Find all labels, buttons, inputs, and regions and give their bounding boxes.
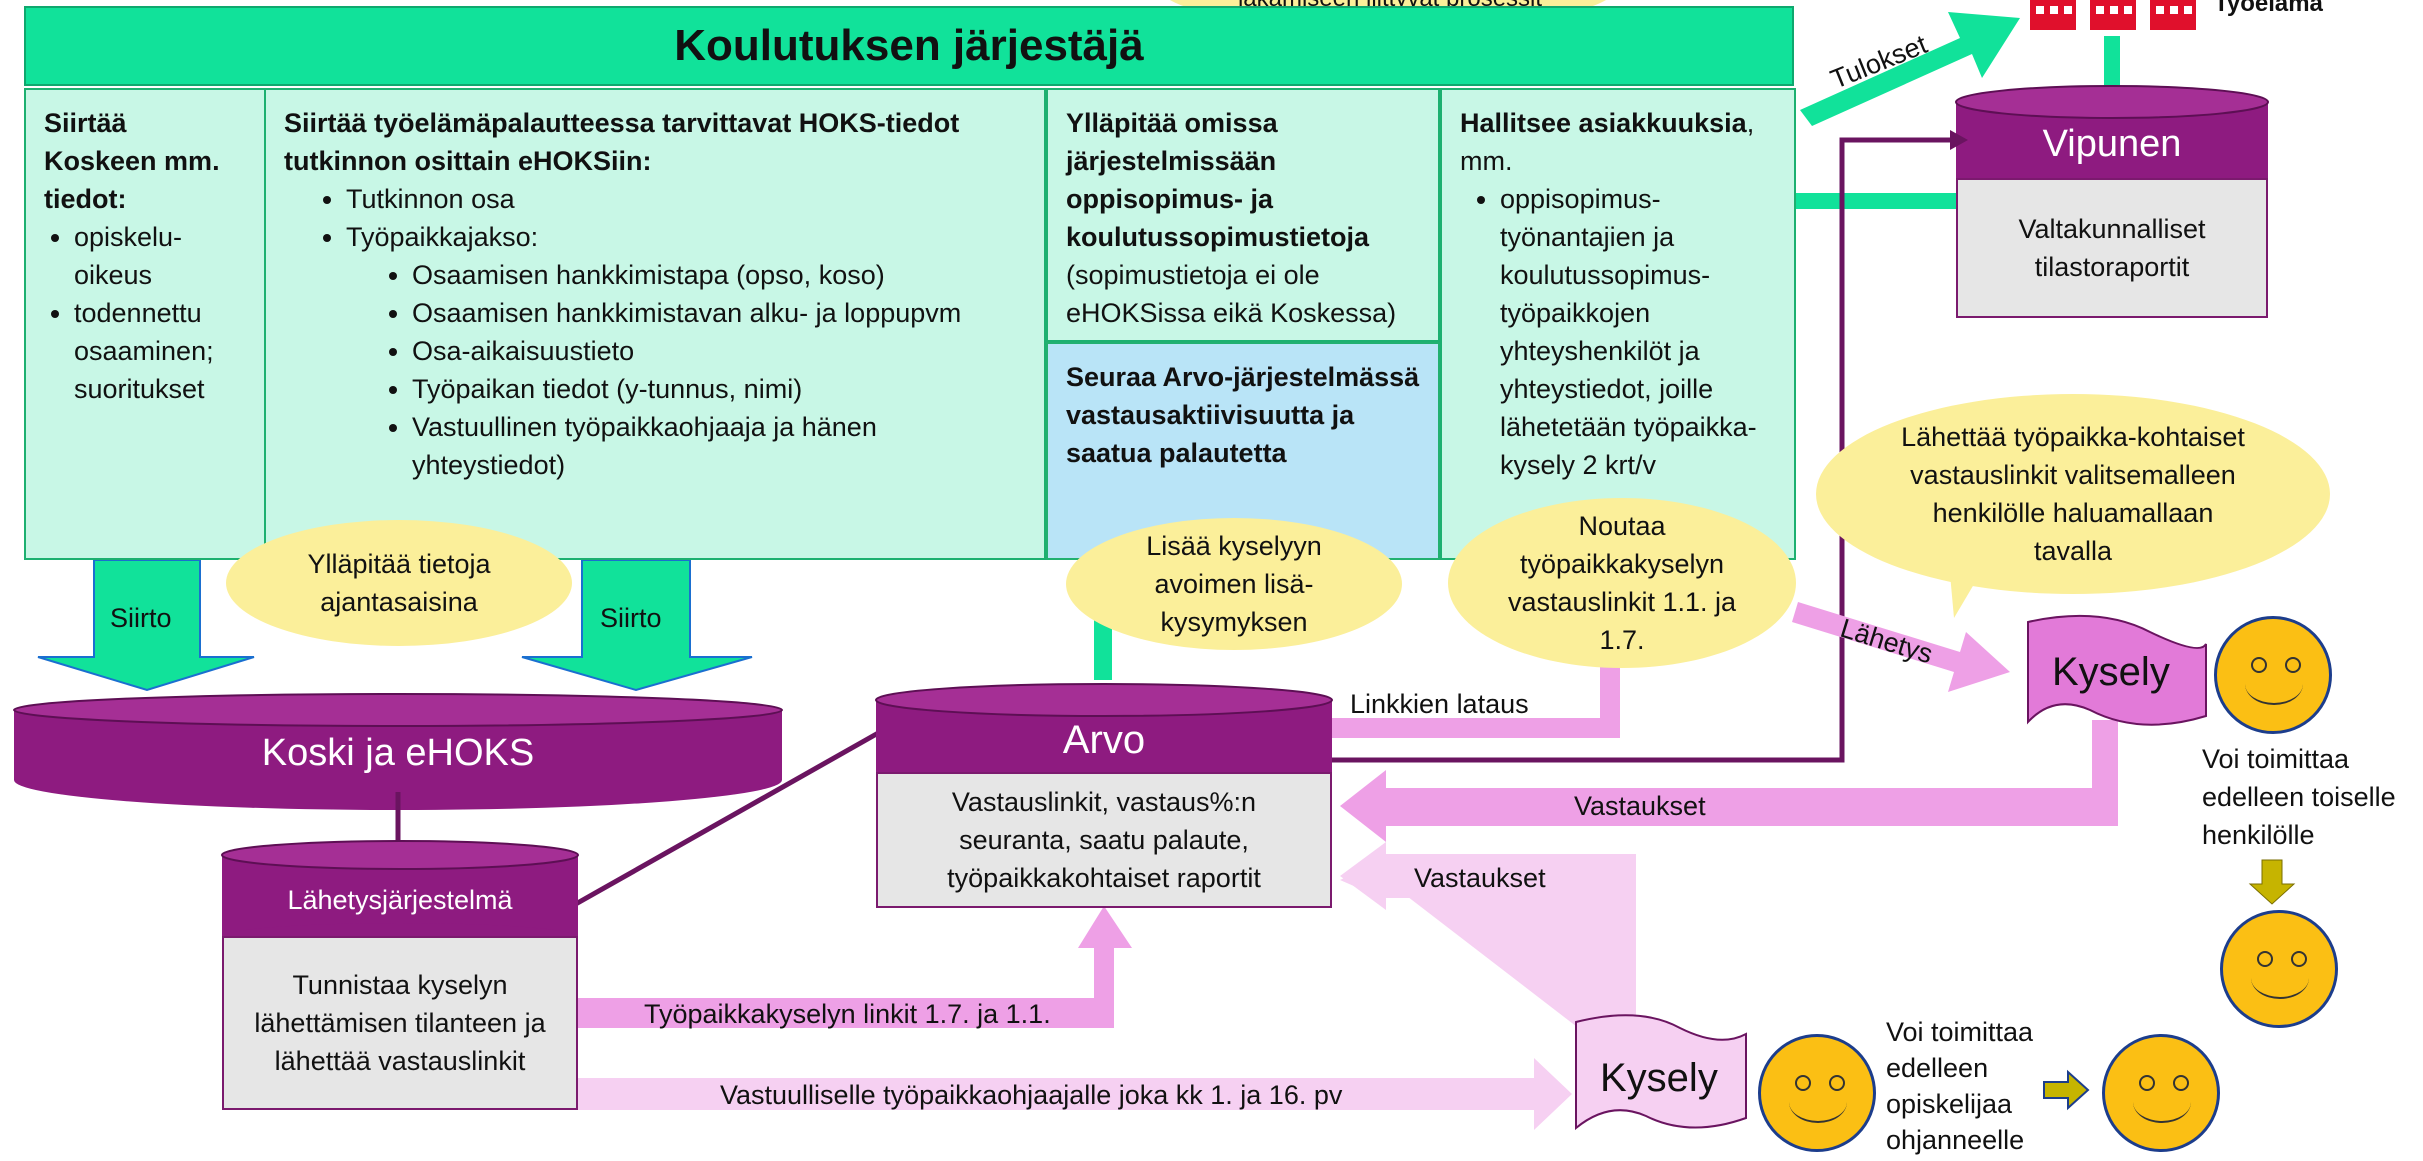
organizer-header: Koulutuksen järjestäjä bbox=[24, 6, 1794, 86]
vastaukset-top-label: Vastaukset bbox=[1574, 791, 1706, 821]
bubble-send-links: Lähettää työpaikka-kohtaiset vastauslink… bbox=[1816, 394, 2330, 594]
workplace-vipunen-connector bbox=[2104, 36, 2120, 94]
bubble-send-links-text: Lähettää työpaikka-kohtaiset vastauslink… bbox=[1901, 422, 2245, 566]
siirto-arrow-right bbox=[521, 559, 753, 692]
arvo-system-header: Arvo bbox=[876, 712, 1332, 768]
down-arrow-icon bbox=[2248, 859, 2296, 905]
supervisor-arrow bbox=[578, 1058, 1572, 1130]
bubble-maintain-text: Ylläpitää tietoja ajantasaisina bbox=[307, 549, 491, 617]
vipunen-system-body: Valtakunnalliset tilastoraportit bbox=[1956, 178, 2268, 318]
links-dates-label: Työpaikkakyselyn linkit 1.7. ja 1.1. bbox=[644, 998, 1051, 1030]
right-arrow-icon bbox=[2043, 1069, 2090, 1111]
list-item: Osa-aikaisuustieto bbox=[412, 332, 1026, 370]
workplace-building-icon bbox=[2030, 0, 2196, 30]
list-item: Vastuullinen työpaikkaohjaaja ja hänen y… bbox=[412, 408, 1026, 484]
vipunen-system-title: Vipunen bbox=[2042, 122, 2182, 165]
sender-system-body: Tunnistaa kyselyn lähettämisen tilanteen… bbox=[222, 936, 578, 1110]
list-item: Työpaikkajakso: bbox=[346, 218, 1026, 256]
panel-customers-list: oppisopimus-työnantajien ja koulutussopi… bbox=[1460, 180, 1776, 484]
lahetys-arrow bbox=[1792, 602, 2010, 692]
kysely-flag-bottom-shape bbox=[1575, 1014, 1747, 1131]
list-item: opiskelu-oikeus bbox=[74, 218, 246, 294]
arvo-system-title: Arvo bbox=[1062, 717, 1146, 762]
koski-system-title: Koski ja eHOKS bbox=[261, 731, 535, 774]
links-dates-arrow bbox=[578, 906, 1132, 1028]
koski-system: Koski ja eHOKS bbox=[14, 720, 782, 786]
sender-system-title: Lähetysjärjestelmä bbox=[287, 884, 513, 915]
panel-contracts-title: Ylläpitää omissa järjestelmissään oppiso… bbox=[1066, 108, 1370, 252]
work-life-label: Työelämä bbox=[2214, 0, 2323, 17]
vastaukset-bottom-label: Vastaukset bbox=[1414, 863, 1546, 893]
vastaukset-top-arrow bbox=[1340, 720, 2118, 842]
smiley-face-icon bbox=[2220, 910, 2338, 1028]
smiley-face-icon bbox=[2102, 1034, 2220, 1152]
links-dates-text: Työpaikkakyselyn linkit 1.7. ja 1.1. bbox=[644, 999, 1051, 1029]
panel-hoks-sublist: Osaamisen hankkimistapa (opso, koso) Osa… bbox=[284, 256, 1026, 484]
forward-other-text: Voi toimittaa edelleen toiselle henkilöl… bbox=[2202, 744, 2396, 850]
linkkien-lataus-label: Linkkien lataus bbox=[1350, 689, 1529, 719]
tulokset-arrow bbox=[1800, 12, 2020, 126]
supervisor-label: Vastuulliselle työpaikkaohjaajalle joka … bbox=[720, 1080, 1343, 1110]
list-item: Työpaikan tiedot (y-tunnus, nimi) bbox=[412, 370, 1026, 408]
bubble-fetch-links-text: Noutaa työpaikkakyselyn vastauslinkit 1.… bbox=[1507, 511, 1737, 655]
sender-arvo-connector bbox=[572, 729, 882, 908]
panel-koski-title: Siirtää Koskeen mm. tiedot: bbox=[44, 108, 220, 214]
list-item: oppisopimus-työnantajien ja koulutussopi… bbox=[1500, 180, 1776, 484]
smiley-face-icon bbox=[1758, 1034, 1876, 1152]
vipunen-cylinder-top bbox=[1955, 85, 2269, 119]
panel-hoks-title: Siirtää työelämäpalautteessa tarvittavat… bbox=[284, 108, 960, 176]
sender-system-header: Lähetysjärjestelmä bbox=[222, 870, 578, 930]
sender-system-body-text: Tunnistaa kyselyn lähettämisen tilanteen… bbox=[254, 970, 546, 1076]
panel-contracts: Ylläpitää omissa järjestelmissään oppiso… bbox=[1046, 88, 1440, 342]
panel-hoks-list: Tutkinnon osa Työpaikkajakso: bbox=[284, 180, 1026, 256]
panel-customers-title-line: Hallitsee asiakkuuksia, mm. bbox=[1460, 104, 1776, 180]
panel-hoks: Siirtää työelämäpalautteessa tarvittavat… bbox=[264, 88, 1046, 560]
bubble-fetch-links: Noutaa työpaikkakyselyn vastauslinkit 1.… bbox=[1448, 498, 1796, 668]
siirto-right-label: Siirto bbox=[600, 603, 662, 633]
kysely-flag-bottom: Kysely bbox=[1600, 1056, 1718, 1100]
vipunen-system-body-text: Valtakunnalliset tilastoraportit bbox=[2018, 214, 2206, 282]
arvo-cylinder-top bbox=[875, 683, 1333, 717]
panel-arvo-follow-title: Seuraa Arvo-järjestelmässä vastausaktiiv… bbox=[1066, 362, 1420, 468]
bubble-maintain: Ylläpitää tietoja ajantasaisina bbox=[226, 520, 572, 646]
panel-customers: Hallitsee asiakkuuksia, mm. oppisopimus-… bbox=[1440, 88, 1796, 560]
kysely-flag-top: Kysely bbox=[2052, 650, 2170, 694]
panel-vipunen-connector bbox=[1796, 193, 1956, 209]
panel-contracts-note: (sopimustietoja ei ole eHOKSissa eikä Ko… bbox=[1066, 260, 1397, 328]
organizer-title: Koulutuksen järjestäjä bbox=[674, 21, 1144, 70]
list-item: Tutkinnon osa bbox=[346, 180, 1026, 218]
bubble-add-question-text: Lisää kyselyyn avoimen lisä-kysymyksen bbox=[1146, 531, 1322, 637]
bubble-add-question: Lisää kyselyyn avoimen lisä-kysymyksen bbox=[1066, 518, 1402, 650]
siirto-arrow-left bbox=[37, 559, 255, 692]
vipunen-system-header: Vipunen bbox=[1956, 114, 2268, 174]
arvo-system-body-text: Vastauslinkit, vastaus%:n seuranta, saat… bbox=[947, 787, 1261, 893]
vastaukset-bottom-arrow bbox=[1340, 856, 1636, 1040]
sender-cylinder-top bbox=[221, 840, 579, 870]
forward-student-text: Voi toimittaa edelleen opiskelijaa ohjan… bbox=[1886, 1017, 2034, 1155]
list-item: Osaamisen hankkimistapa (opso, koso) bbox=[412, 256, 1026, 294]
panel-koski: Siirtää Koskeen mm. tiedot: opiskelu-oik… bbox=[24, 88, 266, 560]
kysely-flag-top-shape bbox=[2027, 614, 2207, 726]
list-item: Osaamisen hankkimistavan alku- ja loppup… bbox=[412, 294, 1026, 332]
list-item: todennettu osaaminen; suoritukset bbox=[74, 294, 246, 408]
panel-customers-title-suffix: , mm. bbox=[1460, 108, 1755, 176]
koski-cylinder-top bbox=[13, 693, 783, 727]
panel-customers-title: Hallitsee asiakkuuksia bbox=[1460, 108, 1747, 138]
arvo-system-body: Vastauslinkit, vastaus%:n seuranta, saat… bbox=[876, 772, 1332, 908]
smiley-face-icon bbox=[2214, 616, 2332, 734]
linkkien-lataus-arrow bbox=[1332, 640, 1620, 738]
siirto-left-label: Siirto bbox=[110, 603, 172, 633]
panel-koski-list: opiskelu-oikeus todennettu osaaminen; su… bbox=[44, 218, 246, 408]
